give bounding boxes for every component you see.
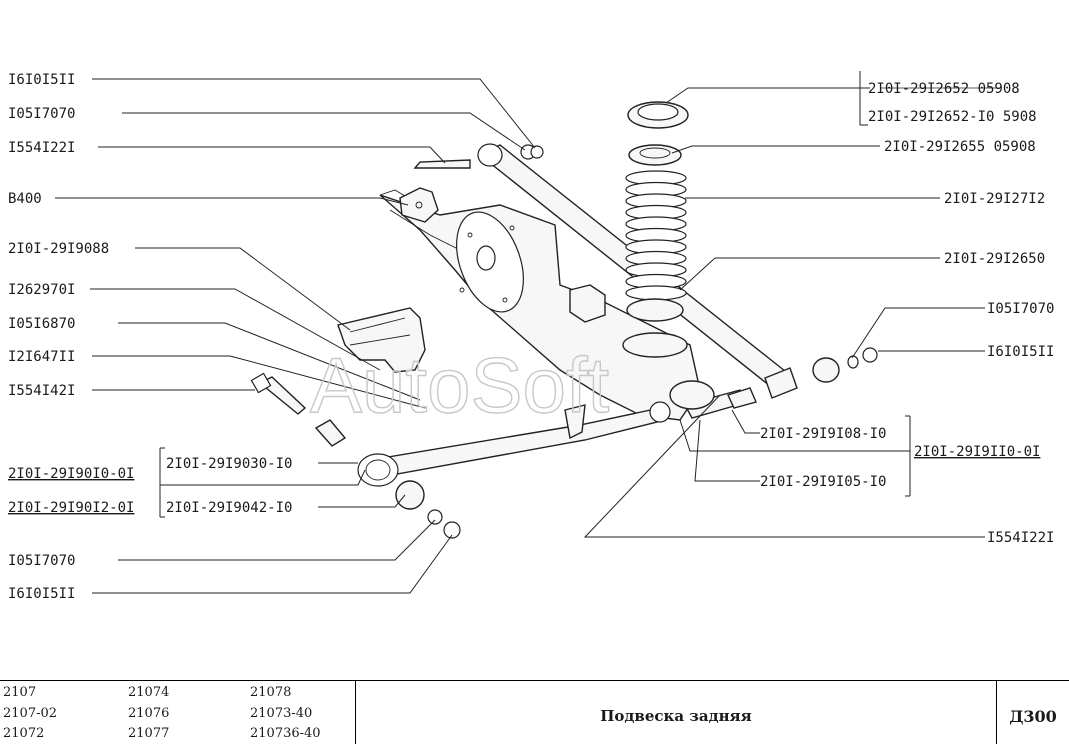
label-15541221-top: I554I22I: [8, 140, 75, 156]
label-12629701: I262970I: [8, 282, 75, 298]
bushing-sleeve: [314, 419, 347, 447]
model-item: 21073-40: [250, 706, 313, 721]
parts-drawing: [250, 101, 878, 539]
model-item: 21074: [128, 685, 170, 700]
model-list: 2107 21074 21078 2107-02 21076 21073-40 …: [0, 681, 356, 744]
model-item: 21077: [128, 726, 170, 741]
label-2101-2919012-01: 2I0I-29I90I2-0I: [8, 500, 134, 516]
suspension-diagram: AutoSoft I6I0I5II I05I7070 I554I22I B400…: [8, 71, 1054, 602]
model-item: 2107: [3, 685, 37, 700]
bolt-left: [250, 372, 307, 415]
model-item: 21076: [128, 706, 170, 721]
coil-spring: [622, 101, 689, 358]
label-15541421: I554I42I: [8, 383, 75, 399]
model-item: 210736-40: [250, 726, 321, 741]
lower-arm: [357, 404, 666, 539]
model-item: 2107-02: [3, 706, 58, 721]
page-code: Д300: [1009, 707, 1057, 726]
title-block: 2107 21074 21078 2107-02 21076 21073-40 …: [0, 680, 1069, 744]
label-16101511-bottom: I6I0I5II: [8, 586, 75, 602]
label-2101-2919105-10: 2I0I-29I9I05-I0: [760, 474, 886, 490]
right-parts: [649, 347, 878, 423]
label-16101511-top: I6I0I5II: [8, 72, 75, 88]
label-2101-2919088: 2I0I-29I9088: [8, 241, 109, 257]
leader-lines: [55, 71, 1000, 594]
watermark: AutoSoft: [310, 341, 610, 429]
label-2101-2919042-10: 2I0I-29I9042-I0: [166, 500, 292, 516]
label-2101-2919030-10: 2I0I-29I9030-I0: [166, 456, 292, 472]
label-2101-2919108-10: 2I0I-29I9I08-I0: [760, 426, 886, 442]
label-2101-2912652: 2I0I-29I2652 05908: [868, 81, 1020, 97]
label-2101-2912655: 2I0I-29I2655 05908: [884, 139, 1036, 155]
label-15541221-right: I554I22I: [987, 530, 1054, 546]
part-labels: I6I0I5II I05I7070 I554I22I B400 2I0I-29I…: [8, 72, 1054, 602]
bracket: [399, 187, 606, 323]
label-10516870: I05I6870: [8, 316, 75, 332]
label-16101511-right: I6I0I5II: [987, 344, 1054, 360]
model-item: 21078: [250, 685, 292, 700]
label-b400: B400: [8, 191, 42, 207]
label-10517070-top: I05I7070: [8, 106, 75, 122]
page-title: Подвеска задняя: [356, 681, 997, 744]
label-2101-2919010-01: 2I0I-29I90I0-0I: [8, 466, 134, 482]
label-12164711: I2I647II: [8, 349, 75, 365]
axle-housing: [379, 189, 701, 421]
label-2101-2912652-10: 2I0I-29I2652-I0 5908: [868, 109, 1037, 125]
label-10517070-right: I05I7070: [987, 301, 1054, 317]
model-item: 21072: [3, 726, 45, 741]
label-2101-2912712: 2I0I-29I27I2: [944, 191, 1045, 207]
spring-coil: [625, 285, 687, 301]
label-2101-2919110-01: 2I0I-29I9II0-0I: [914, 444, 1040, 460]
label-2101-2912650: 2I0I-29I2650: [944, 251, 1045, 267]
upper-bracket: [337, 307, 426, 373]
label-10517070-bottom: I05I7070: [8, 553, 75, 569]
